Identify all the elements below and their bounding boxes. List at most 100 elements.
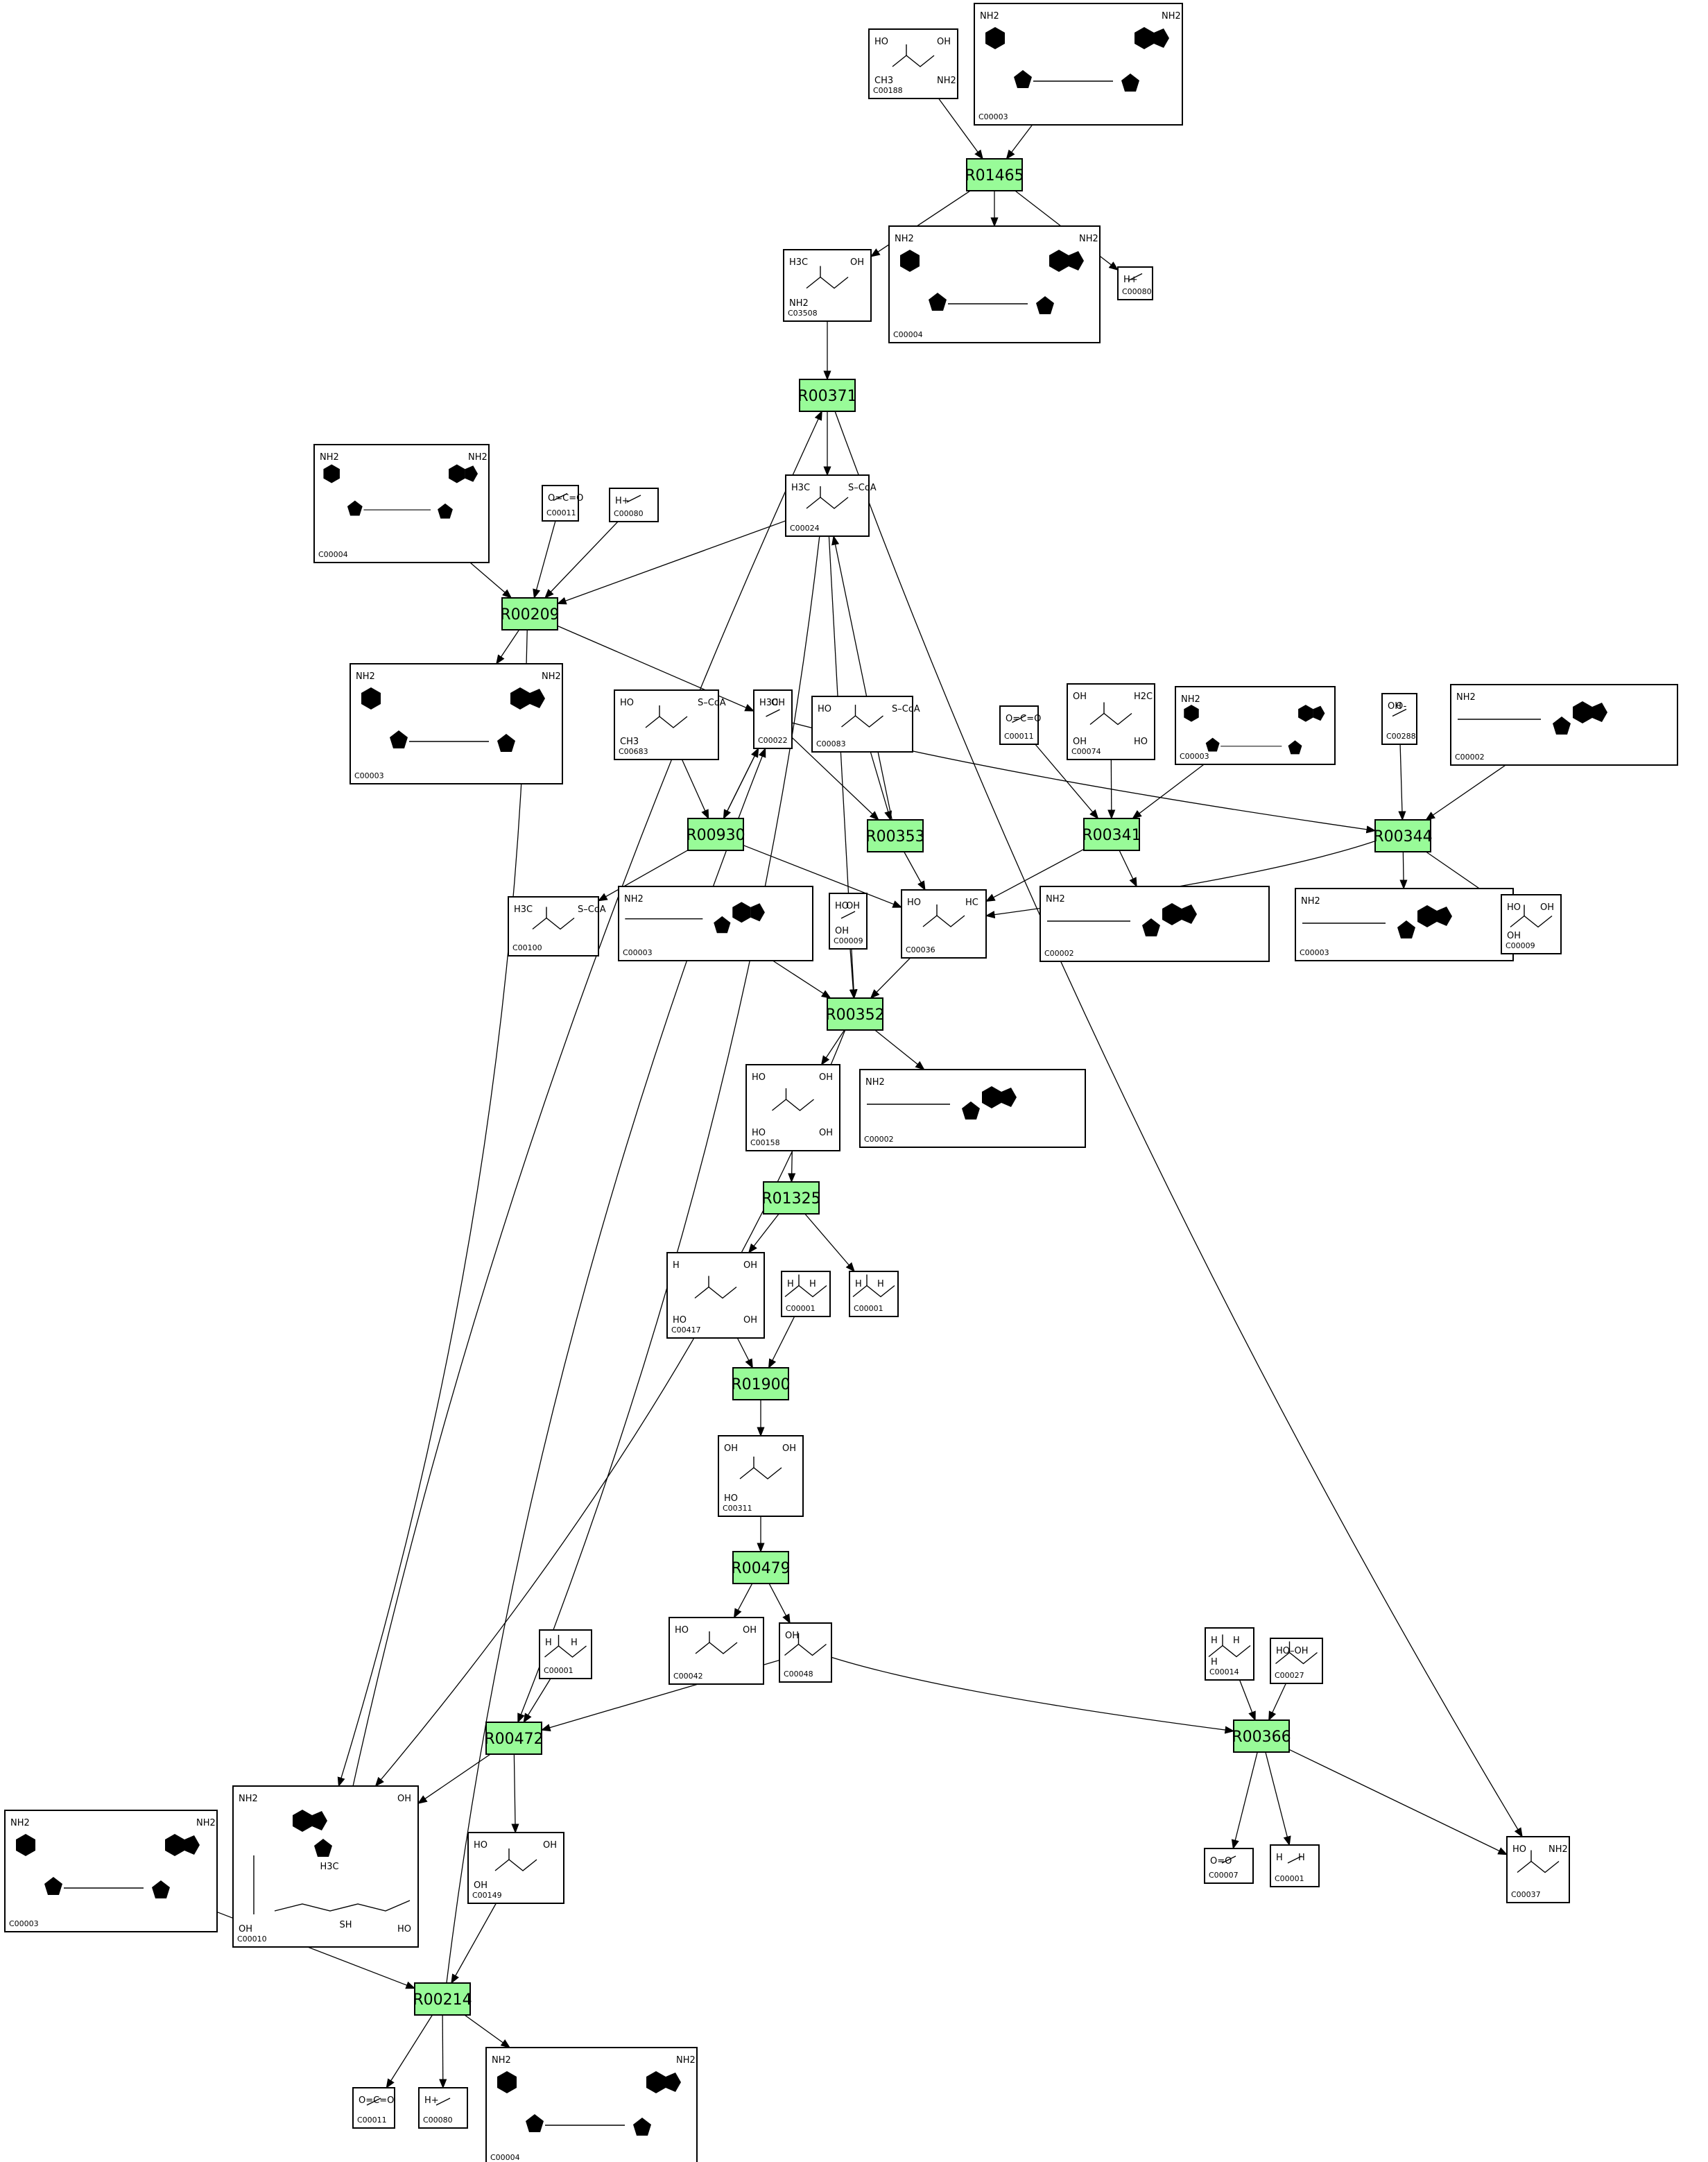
compound-id-label: C00004	[490, 2153, 520, 2162]
compound-node-c00288[interactable]: OHO-C00288	[1381, 693, 1417, 745]
reaction-node-r00209[interactable]: R00209	[500, 597, 560, 630]
reaction-node-r00472[interactable]: R00472	[484, 1722, 544, 1755]
compound-node-c00080[interactable]: H+C00080	[609, 488, 659, 522]
compound-id-label: C00188	[873, 86, 903, 95]
atom-label: H	[787, 1279, 794, 1289]
reaction-node-r00366[interactable]: R00366	[1232, 1719, 1291, 1753]
compound-id-label: C00011	[1004, 732, 1034, 741]
atom-label: OH	[743, 1315, 757, 1325]
compound-id-label: C00003	[9, 1919, 39, 1928]
reaction-node-r00930[interactable]: R00930	[686, 818, 745, 851]
atom-label: H+	[1123, 275, 1138, 285]
reaction-box	[501, 597, 558, 630]
atom-label: HO	[752, 1072, 766, 1083]
atom-label: NH2	[1079, 234, 1098, 244]
reaction-node-r00214[interactable]: R00214	[413, 1982, 472, 2016]
atom-label: NH2	[320, 452, 339, 463]
reaction-box	[966, 158, 1023, 191]
compound-box	[542, 485, 579, 522]
reaction-node-r00353[interactable]: R00353	[865, 819, 925, 852]
reaction-node-r01900[interactable]: R01900	[731, 1367, 791, 1400]
atom-label: HO	[752, 1128, 766, 1138]
reaction-node-r00352[interactable]: R00352	[825, 997, 885, 1031]
atom-label: OH	[239, 1924, 252, 1934]
reaction-node-r01325[interactable]: R01325	[761, 1181, 821, 1215]
compound-node-c00080[interactable]: H+C00080	[1117, 266, 1153, 300]
atom-label: HO	[1512, 1844, 1526, 1855]
reaction-node-r00371[interactable]: R00371	[797, 379, 857, 412]
edge-r2-c9	[496, 629, 520, 665]
atom-label: HO	[620, 698, 634, 708]
atom-label: NH2	[356, 671, 375, 682]
compound-id-label: C00009	[1506, 941, 1535, 950]
compound-box	[849, 1271, 899, 1317]
compound-id-label: C00007	[1209, 1871, 1239, 1880]
reaction-node-r00344[interactable]: R00344	[1373, 819, 1433, 852]
atom-label: H	[1211, 1657, 1218, 1667]
compound-node-c00080[interactable]: H+C00080	[418, 2087, 468, 2129]
compound-id-label: C00002	[1455, 753, 1485, 762]
compound-id-label: C00001	[1275, 1874, 1304, 1883]
edge-c8-r2	[556, 520, 786, 605]
reaction-node-r00341[interactable]: R00341	[1082, 818, 1141, 851]
reaction-node-r01465[interactable]: R01465	[965, 158, 1024, 191]
reaction-node-r00479[interactable]: R00479	[731, 1551, 791, 1584]
compound-id-label: C03508	[788, 309, 818, 318]
structure-drawing: NH2	[865, 1077, 1017, 1119]
compound-id-label: C00158	[750, 1138, 780, 1147]
reaction-label: R01900	[731, 1376, 790, 1393]
compound-box	[666, 1252, 765, 1339]
edge-c19-r7	[773, 960, 831, 999]
atom-label: NH2	[492, 2055, 511, 2066]
atom-label: OH	[1073, 692, 1087, 702]
edge-r0-c2	[870, 190, 971, 257]
